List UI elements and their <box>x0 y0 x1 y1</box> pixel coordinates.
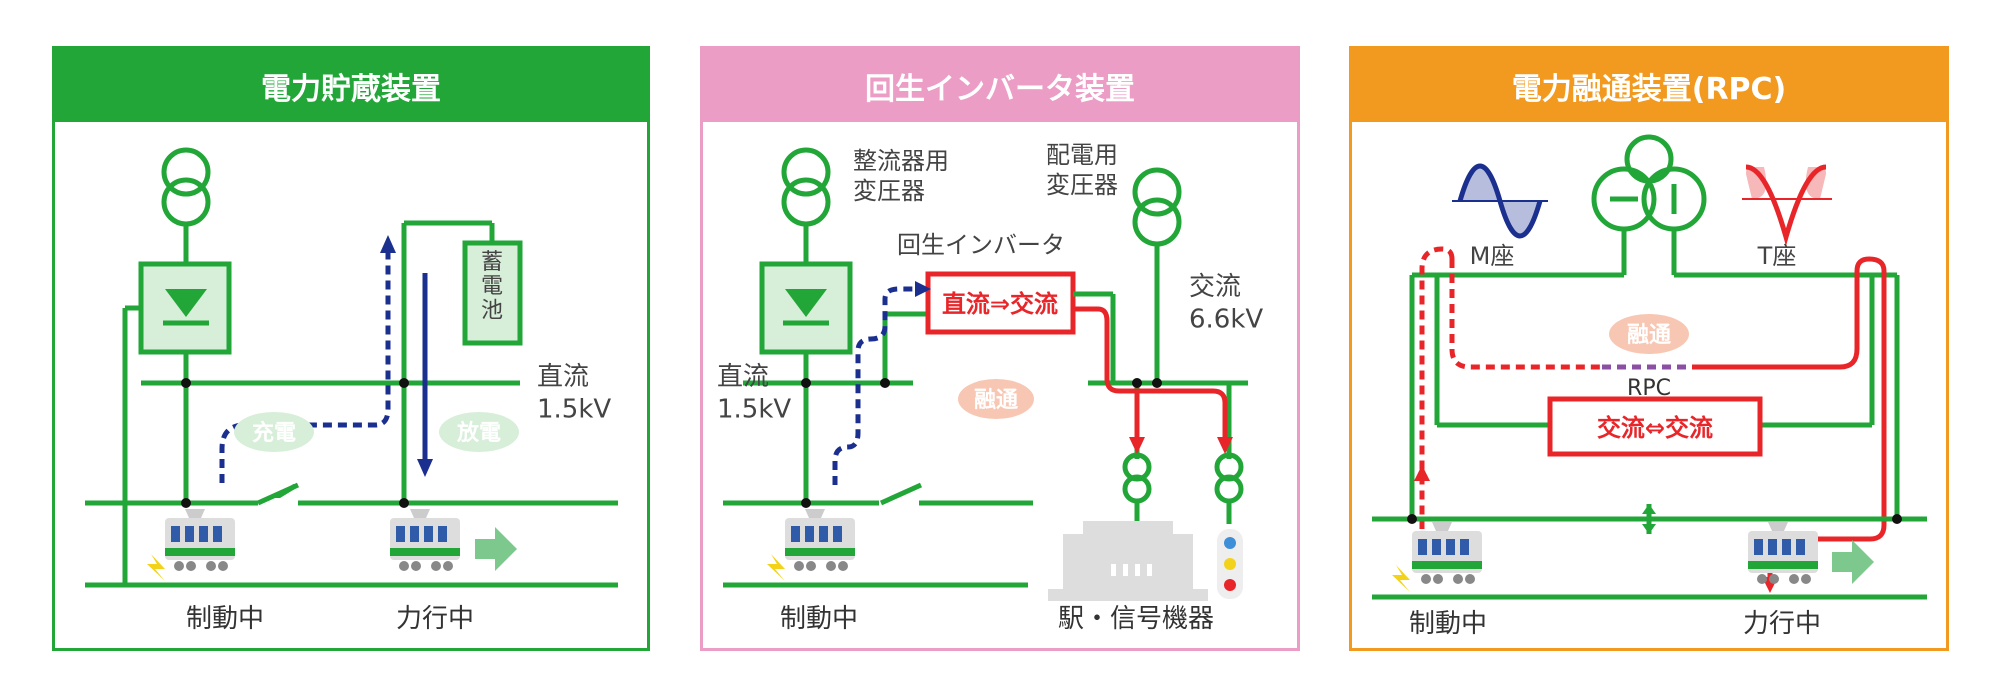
distribution-transformer-icon <box>1132 167 1182 247</box>
powering-train-icon <box>1748 522 1818 584</box>
panel3-header: 電力融通装置(RPC) <box>1352 49 1946 122</box>
powering-label: 力行中 <box>396 604 474 634</box>
panel-regen-inverter: 回生インバータ装置 整流器用変圧器 回生インバータ 直流⇒交流 配電用変圧器 <box>700 46 1300 651</box>
battery-label: 蓄電池 <box>481 250 503 323</box>
inverter-box-label: 直流⇒交流 <box>942 290 1058 318</box>
interchange-label: 融通 <box>1627 323 1671 348</box>
regen-spark-icon <box>767 554 785 581</box>
braking-train-icon <box>165 509 235 571</box>
panel3-title: 電力融通装置(RPC) <box>1511 71 1787 107</box>
m-phase-sine-icon <box>1452 163 1548 239</box>
station-building-icon <box>1048 521 1208 601</box>
interchange-dashed-flow <box>1449 259 1602 370</box>
braking-train-icon <box>785 509 855 571</box>
panel1-header: 電力貯蔵装置 <box>55 49 647 122</box>
scott-transformer-icon <box>1591 134 1707 232</box>
powering-train-icon <box>390 509 460 571</box>
inverter-box <box>925 271 1076 335</box>
t-phase-sine-icon <box>1742 164 1832 247</box>
panel-rpc: 電力融通装置(RPC) M座 T座 <box>1349 46 1949 651</box>
powering-label: 力行中 <box>1743 609 1821 639</box>
braking-label: 制動中 <box>186 604 264 634</box>
rectifier-transformer-icon <box>781 147 831 227</box>
supply-flow-arrow <box>1073 306 1228 439</box>
section-insulator-icon <box>1642 504 1656 534</box>
battery-icon <box>462 240 523 346</box>
regen-flow-arrow <box>1419 246 1455 529</box>
m-phase-label: M座 <box>1470 242 1515 270</box>
braking-label: 制動中 <box>780 604 858 634</box>
t-phase-label: T座 <box>1757 242 1797 270</box>
transformer-icon <box>161 147 211 227</box>
rectifier-transformer-label: 整流器用変圧器 <box>853 147 949 205</box>
discharge-label: 放電 <box>456 420 501 446</box>
panel-energy-storage: 電力貯蔵装置 蓄電池 <box>52 46 650 651</box>
rectifier-icon <box>759 261 853 355</box>
direction-arrow-icon <box>475 527 517 571</box>
signal-light-icon <box>1217 529 1243 599</box>
regen-spark-icon <box>147 554 165 581</box>
panel3-diagram: M座 T座 交流⇔交流 融通 RPC <box>1372 134 1927 639</box>
rpc-label: RPC <box>1627 376 1671 401</box>
inverter-label: 回生インバータ <box>897 231 1065 259</box>
station-label: 駅・信号機器 <box>1058 604 1214 634</box>
interchange-label: 融通 <box>974 388 1018 413</box>
charge-label: 充電 <box>252 420 296 446</box>
regen-spark-icon <box>1392 565 1410 592</box>
braking-label: 制動中 <box>1409 609 1487 639</box>
braking-train-icon <box>1412 522 1482 584</box>
rpc-box <box>1547 396 1763 457</box>
panel1-title: 電力貯蔵装置 <box>261 71 441 107</box>
panel2-title: 回生インバータ装置 <box>865 71 1135 107</box>
panel2-header: 回生インバータ装置 <box>703 49 1297 122</box>
charge-flow-arrow <box>219 249 391 483</box>
distribution-transformer-label: 配電用変圧器 <box>1046 141 1118 199</box>
rectifier-icon <box>138 261 232 355</box>
direction-arrow-icon <box>1832 540 1874 584</box>
rpc-box-label: 交流⇔交流 <box>1597 414 1713 442</box>
regen-flow-arrow <box>832 286 918 485</box>
